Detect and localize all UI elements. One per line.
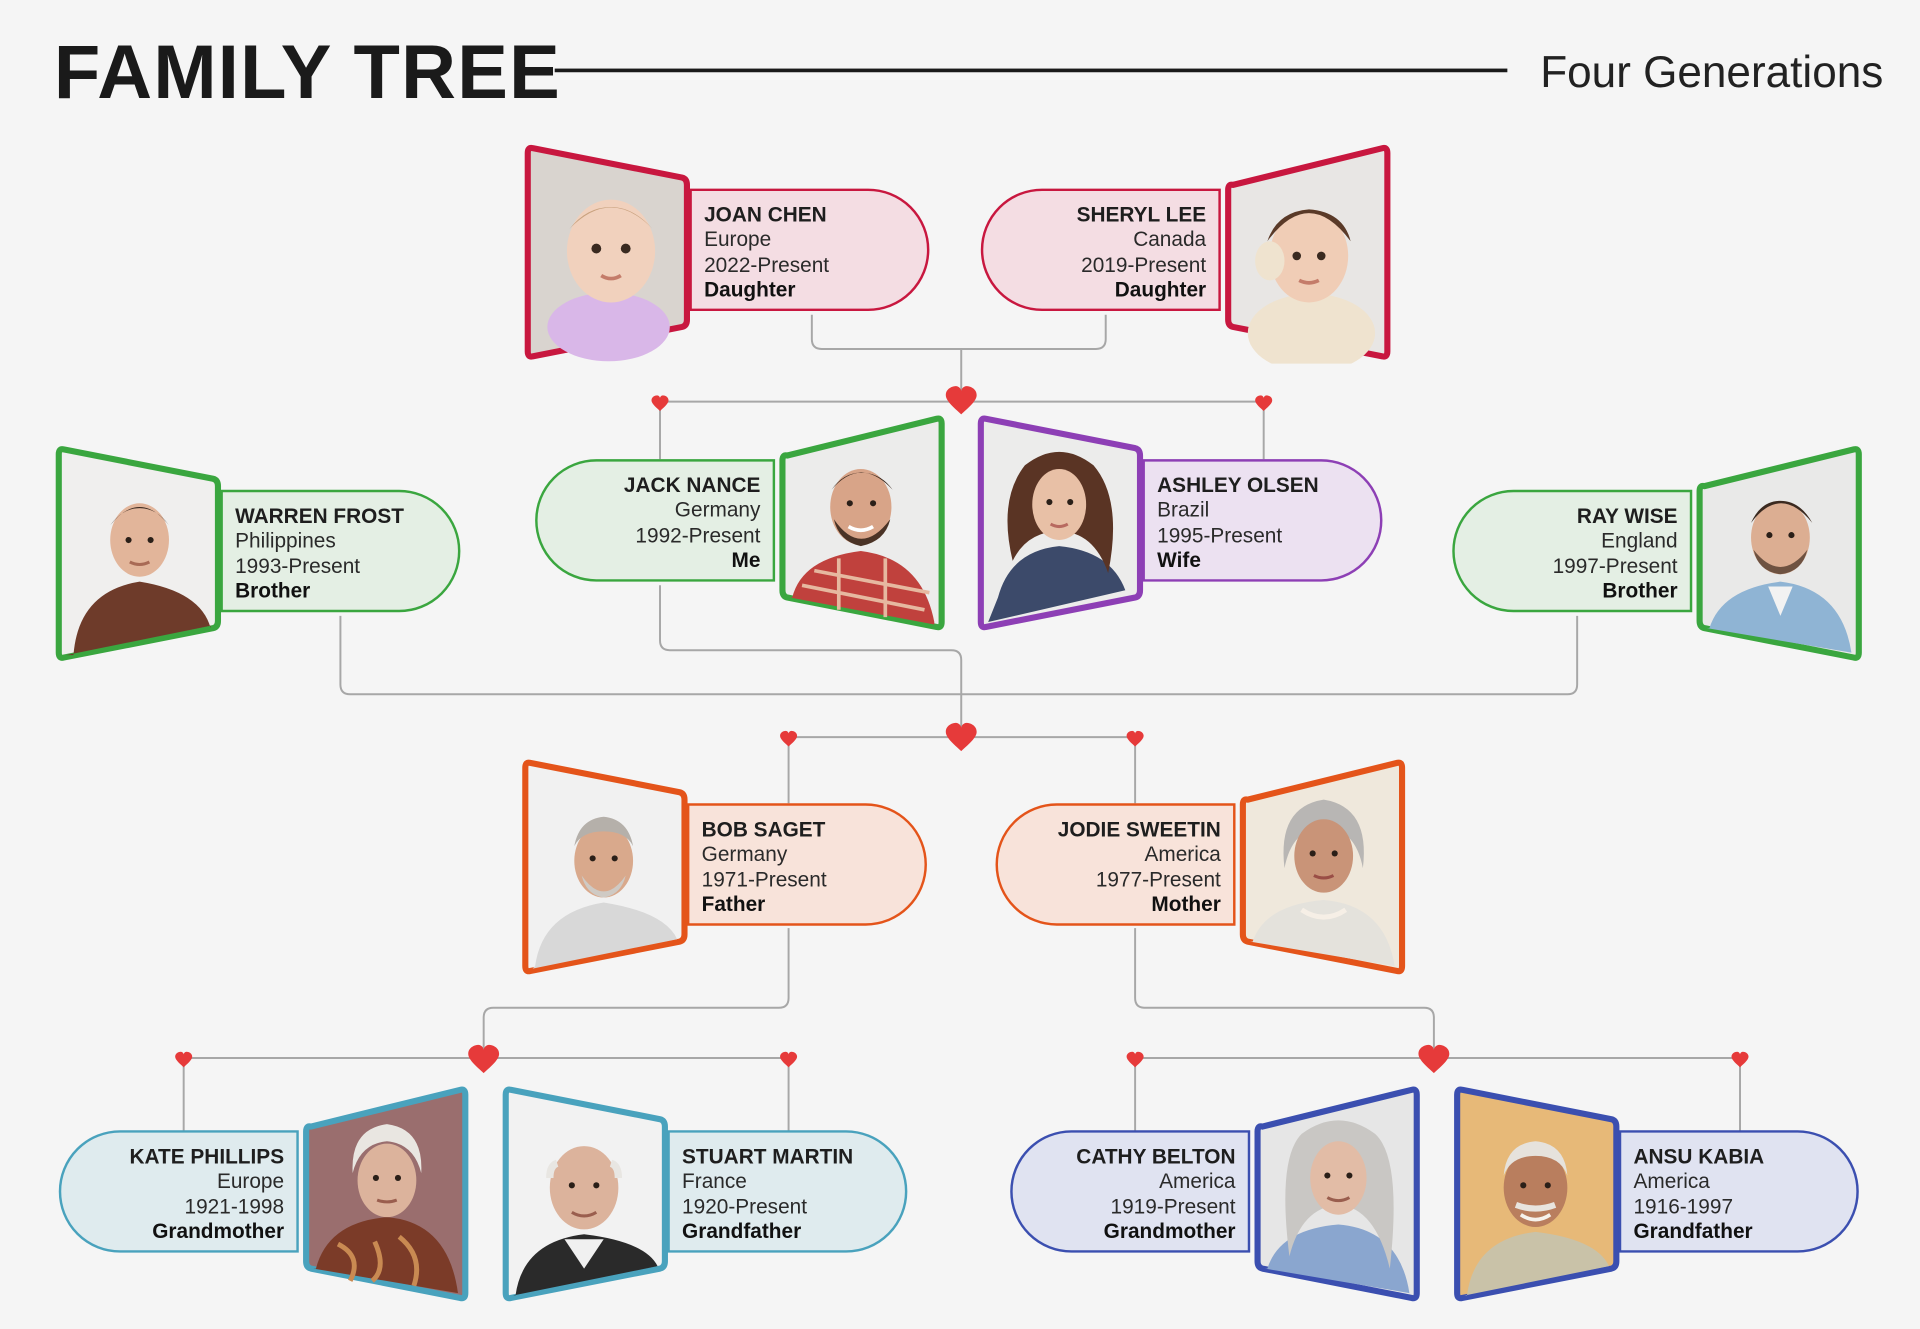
member-role: Me [731, 548, 761, 572]
title-divider [554, 68, 1508, 73]
member-name: STUART MARTIN [682, 1144, 854, 1169]
member-years: 1919-Present [1110, 1194, 1236, 1218]
elderly-woman-photo-icon [1253, 1085, 1422, 1305]
member-card-warren-frost[interactable]: WARREN FROST Philippines 1993-Present Br… [54, 444, 465, 664]
heart-icon [1731, 1051, 1749, 1068]
elderly-man-photo-icon [501, 1085, 670, 1305]
member-card-ashley-olsen[interactable]: ASHLEY OLSEN Brazil 1995-Present Wife [976, 414, 1387, 634]
member-card-jodie-sweetin[interactable]: JODIE SWEETIN America 1977-Present Mothe… [995, 758, 1407, 978]
member-role: Brother [235, 579, 311, 603]
man-photo-icon [54, 444, 223, 664]
heart-icon [780, 1051, 798, 1068]
member-role: Mother [1151, 892, 1221, 916]
member-place: Brazil [1157, 498, 1210, 522]
member-role: Daughter [704, 277, 796, 302]
member-years: 1916-1997 [1633, 1194, 1734, 1218]
member-card-sheryl-lee[interactable]: SHERYL LEE Canada 2019-Present Daughter [980, 143, 1392, 364]
member-role: Grandfather [1633, 1219, 1753, 1243]
member-place: England [1601, 528, 1678, 553]
member-years: 1993-Present [235, 554, 361, 578]
page-subtitle: Four Generations [1540, 46, 1884, 97]
member-info: ASHLEY OLSEN Brazil 1995-Present Wife [1142, 459, 1383, 582]
member-name: ANSU KABIA [1633, 1144, 1765, 1169]
member-years: 2019-Present [1081, 252, 1207, 277]
member-card-ray-wise[interactable]: RAY WISE England 1997-Present Brother [1452, 444, 1863, 664]
member-place: Germany [674, 498, 761, 522]
member-info: STUART MARTIN France 1920-Present Grandf… [667, 1130, 908, 1253]
toddler-photo-icon [1223, 143, 1392, 364]
member-info: BOB SAGET Germany 1971-Present Father [686, 803, 927, 926]
member-card-bob-saget[interactable]: BOB SAGET Germany 1971-Present Father [520, 758, 931, 978]
member-name: BOB SAGET [701, 817, 826, 842]
member-role: Father [701, 892, 766, 916]
member-card-kate-phillips[interactable]: KATE PHILLIPS Europe 1921-1998 Grandmoth… [58, 1085, 470, 1305]
member-name: JODIE SWEETIN [1057, 817, 1221, 842]
heart-icon [1126, 1051, 1144, 1068]
elderly-man-photo-icon [1452, 1085, 1621, 1305]
woman-photo-icon [976, 414, 1145, 634]
member-years: 1992-Present [635, 523, 761, 547]
member-info: KATE PHILLIPS Europe 1921-1998 Grandmoth… [58, 1130, 299, 1253]
member-place: America [1159, 1169, 1236, 1193]
older-man-photo-icon [520, 758, 689, 978]
member-info: CATHY BELTON America 1919-Present Grandm… [1010, 1130, 1251, 1253]
member-info: JODIE SWEETIN America 1977-Present Mothe… [995, 803, 1236, 926]
member-info: JACK NANCE Germany 1992-Present Me [535, 459, 776, 582]
member-role: Wife [1157, 548, 1201, 572]
member-place: America [1144, 842, 1221, 866]
elderly-woman-photo-icon [301, 1085, 470, 1305]
older-woman-photo-icon [1238, 758, 1407, 978]
member-years: 1997-Present [1552, 554, 1678, 578]
member-name: RAY WISE [1576, 504, 1678, 528]
member-years: 1977-Present [1095, 867, 1221, 891]
member-info: ANSU KABIA America 1916-1997 Grandfather [1618, 1130, 1859, 1253]
member-place: Europe [704, 227, 772, 252]
member-role: Brother [1602, 579, 1678, 603]
member-card-ansu-kabia[interactable]: ANSU KABIA America 1916-1997 Grandfather [1452, 1085, 1863, 1305]
member-card-stuart-martin[interactable]: STUART MARTIN France 1920-Present Grandf… [501, 1085, 912, 1305]
member-years: 1971-Present [701, 867, 827, 891]
member-info: WARREN FROST Philippines 1993-Present Br… [220, 489, 461, 613]
baby-photo-icon [523, 143, 692, 363]
man-photo-icon [1695, 444, 1864, 664]
member-name: SHERYL LEE [1076, 203, 1207, 227]
member-role: Grandfather [682, 1219, 802, 1243]
member-role: Grandmother [152, 1219, 285, 1243]
member-name: JOAN CHEN [704, 203, 827, 227]
heart-icon [1255, 395, 1273, 411]
member-place: America [1633, 1169, 1710, 1193]
member-years: 1920-Present [682, 1194, 808, 1218]
member-years: 2022-Present [704, 252, 830, 277]
member-years: 1995-Present [1157, 523, 1283, 547]
member-role: Daughter [1114, 277, 1207, 302]
member-role: Grandmother [1103, 1219, 1236, 1243]
member-name: WARREN FROST [235, 504, 404, 528]
heart-icon [651, 395, 669, 411]
heart-icon [175, 1051, 193, 1068]
member-info: JOAN CHEN Europe 2022-Present Daughter [689, 188, 930, 312]
member-name: JACK NANCE [623, 473, 761, 498]
member-name: KATE PHILLIPS [129, 1144, 285, 1169]
heart-icon [1126, 730, 1144, 747]
heart-icon [780, 730, 798, 747]
member-card-jack-nance[interactable]: JACK NANCE Germany 1992-Present Me [535, 414, 946, 634]
member-name: ASHLEY OLSEN [1157, 473, 1319, 498]
member-years: 1921-1998 [184, 1194, 285, 1218]
member-place: Europe [216, 1169, 285, 1193]
member-info: RAY WISE England 1997-Present Brother [1452, 489, 1693, 613]
page-title: FAMILY TREE [53, 30, 561, 116]
member-name: CATHY BELTON [1076, 1144, 1236, 1169]
member-place: Philippines [235, 528, 336, 553]
member-card-joan-chen[interactable]: JOAN CHEN Europe 2022-Present Daughter [523, 143, 934, 363]
member-place: France [682, 1169, 747, 1193]
member-place: Canada [1133, 227, 1207, 252]
member-place: Germany [701, 842, 788, 866]
member-card-cathy-belton[interactable]: CATHY BELTON America 1919-Present Grandm… [1010, 1085, 1421, 1305]
member-info: SHERYL LEE Canada 2019-Present Daughter [980, 188, 1221, 312]
man-photo-icon [778, 414, 947, 634]
